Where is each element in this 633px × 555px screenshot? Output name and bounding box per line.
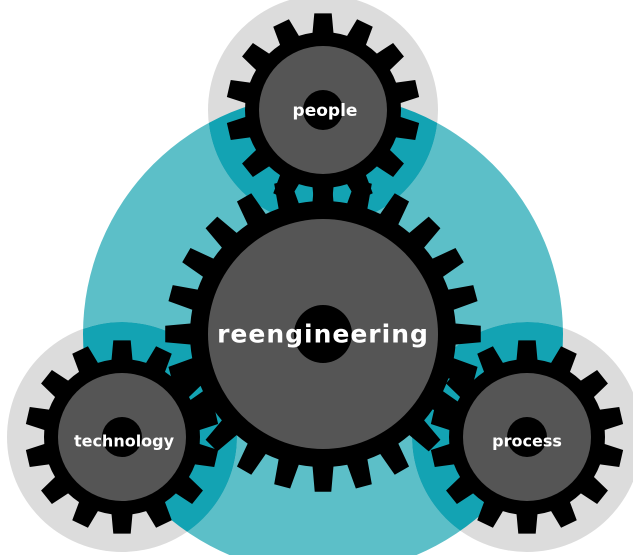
gear-center-hub: [294, 305, 352, 363]
gear-technology-label: technology: [74, 432, 175, 451]
gear-technology-hub: [102, 417, 142, 457]
gear-process-hub: [507, 417, 547, 457]
gear-people-hub: [303, 90, 343, 130]
gear-center-label: reengineering: [217, 320, 429, 349]
gear-center: reengineering: [165, 176, 481, 492]
gear-technology: technology: [25, 340, 219, 534]
gear-process-label: process: [492, 432, 562, 451]
gear-process: process: [430, 340, 624, 534]
gear-people-label: people: [293, 101, 358, 121]
gear-people: people: [226, 13, 420, 207]
